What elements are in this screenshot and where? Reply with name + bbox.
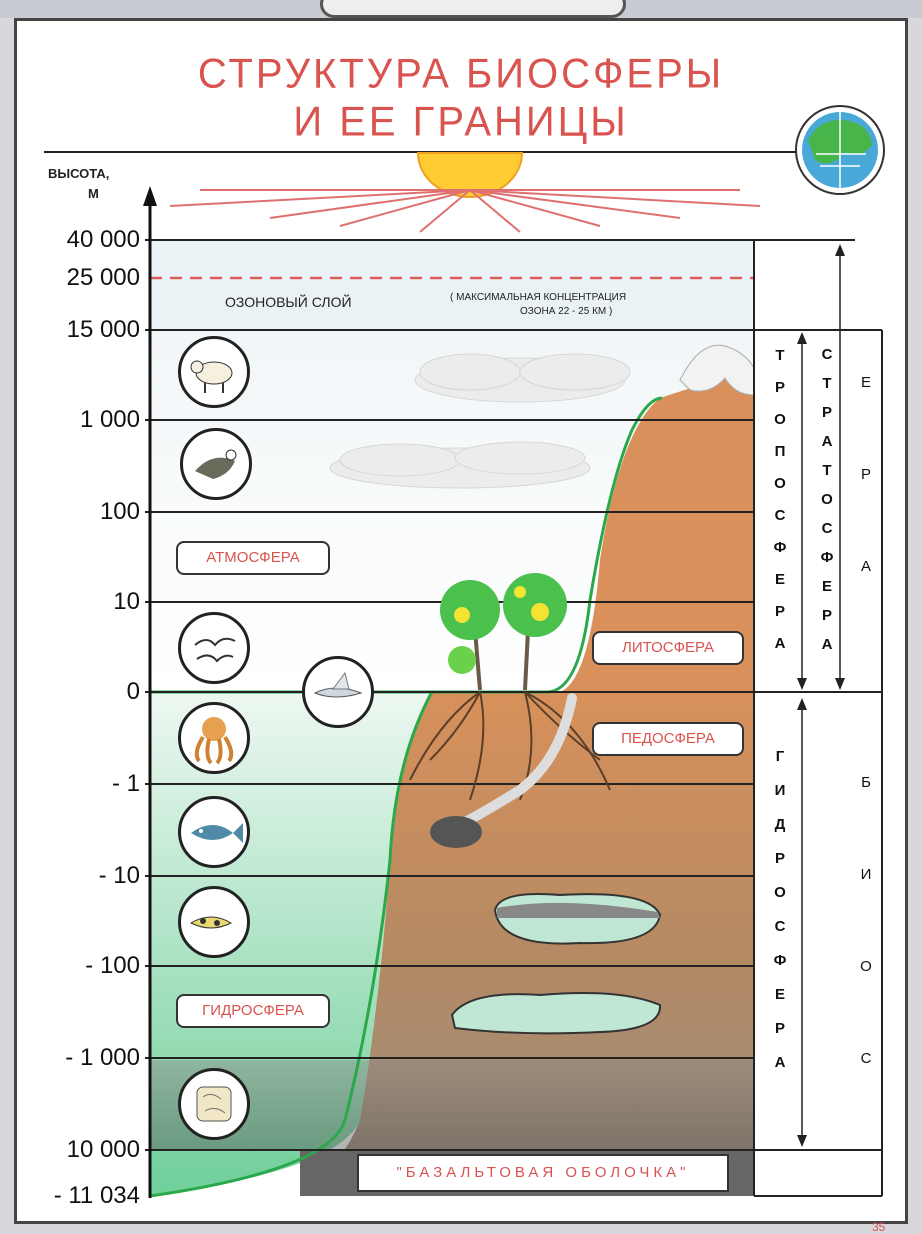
plankton-icon bbox=[178, 1068, 250, 1140]
tick-label: 0 bbox=[126, 678, 140, 705]
cave-1-top bbox=[497, 902, 660, 918]
tick-label: - 1 000 bbox=[65, 1044, 140, 1071]
sheep-icon bbox=[178, 336, 250, 408]
tick-label: 40 000 bbox=[66, 226, 140, 253]
hydrosphere-label: ГИДРОСФЕРА bbox=[176, 994, 330, 1028]
top-tab bbox=[320, 0, 626, 18]
biosphere-vertical-label-bottom: Б И О С bbox=[860, 774, 872, 1067]
tick-label: 25 000 bbox=[66, 264, 140, 291]
sun-icon bbox=[169, 152, 761, 233]
right-frame bbox=[753, 240, 883, 1197]
tick-label: - 10 bbox=[98, 862, 140, 889]
title-line-2: И ЕЕ ГРАНИЦЫ bbox=[293, 98, 629, 146]
y-axis-unit: М bbox=[88, 186, 99, 201]
ozone-note-line-1: ( МАКСИМАЛЬНАЯ КОНЦЕНТРАЦИЯ bbox=[450, 292, 627, 303]
tick-label: - 1 bbox=[111, 770, 140, 797]
y-axis-arrow bbox=[143, 186, 157, 206]
mountain bbox=[560, 360, 754, 692]
level-lines bbox=[145, 239, 882, 1151]
tick-label: 10 bbox=[113, 588, 140, 615]
y-axis-label: ВЫСОТА, bbox=[48, 166, 110, 181]
tick-label: 15 000 bbox=[66, 316, 140, 343]
cave-1 bbox=[493, 893, 662, 945]
tick-label: 10 000 bbox=[66, 1136, 140, 1163]
ozone-layer-label: ОЗОНОВЫЙ СЛОЙ bbox=[225, 294, 352, 310]
basalt-shell-label: "БАЗАЛЬТОВАЯ ОБОЛОЧКА" bbox=[357, 1154, 729, 1192]
seagull-icon bbox=[178, 612, 250, 684]
deep-crust bbox=[150, 1060, 754, 1150]
deep-fish-icon bbox=[178, 886, 250, 958]
atmosphere-label: АТМОСФЕРА bbox=[176, 541, 330, 575]
worm bbox=[445, 693, 577, 835]
biosphere-vertical-label-top: Е Р А bbox=[860, 374, 871, 575]
cave-2 bbox=[450, 992, 662, 1035]
title-line-1: СТРУКТУРА БИОСФЕРЫ bbox=[197, 50, 725, 98]
tick-label: 100 bbox=[99, 498, 140, 525]
window-top-bar bbox=[0, 0, 922, 18]
globe-icon bbox=[795, 105, 885, 195]
pedosphere-label: ПЕДОСФЕРА bbox=[592, 722, 744, 756]
biosphere-boundary bbox=[149, 396, 663, 1198]
eagle-icon bbox=[180, 428, 252, 500]
trees bbox=[440, 573, 567, 691]
fish-icon bbox=[178, 796, 250, 868]
ozone-note-line-2: ОЗОНА 22 - 25 КМ ) bbox=[520, 306, 613, 317]
lithosphere-label: ЛИТОСФЕРА bbox=[592, 631, 744, 665]
tick-label: - 100 bbox=[85, 952, 140, 979]
flying-fish-icon bbox=[302, 656, 374, 728]
page-number: 35 bbox=[872, 1220, 886, 1234]
burrow bbox=[430, 816, 482, 848]
clouds bbox=[329, 353, 631, 489]
tick-label: - 11 034 bbox=[53, 1182, 140, 1209]
vertical-arrows bbox=[801, 246, 841, 1145]
stratosphere-zone bbox=[150, 240, 754, 330]
tick-label: 1 000 bbox=[79, 406, 140, 433]
octopus-icon bbox=[178, 702, 250, 774]
